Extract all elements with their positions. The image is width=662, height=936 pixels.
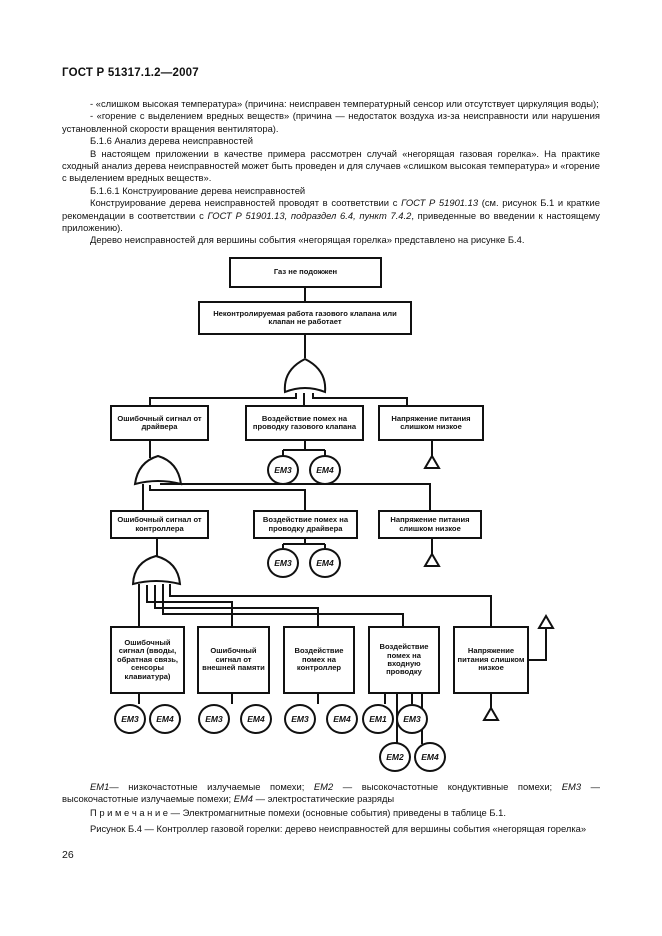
legend-definition: — низкочастотные излучаемые помехи; [109,781,314,792]
paragraph: Дерево неисправностей для вершины событи… [90,234,525,246]
level4-event-low-voltage: Напряжение питания слишком низкое [453,626,529,694]
section-heading: Б.1.6.1 Конструирование дерева неисправн… [90,184,306,196]
level2-event-low-voltage: Напряжение питания слишком низкое [378,405,484,441]
level4-event-external-memory: Ошибочный сигнал от внешней памяти [197,626,270,694]
em3-basic-event: ЕМ3 [284,704,316,734]
figure-note: П р и м е ч а н и е — Электромагнитные п… [62,807,600,819]
legend-term: ЕМ2 [313,781,334,792]
body-text: - «слишком высокая температура» (причина… [62,98,600,247]
legend-definition: — электростатические разряды [253,793,395,805]
figure-caption-block: Рисунок Б.4 — Контроллер газовой горелки… [62,823,600,835]
em4-basic-event: ЕМ4 [414,742,446,772]
text-run: (см. рисунок Б.1 и краткие рекомендации … [62,197,600,221]
em3-basic-event: ЕМ3 [267,548,299,578]
paragraph: - «слишком высокая температура» (причина… [90,98,599,109]
level4-event-inputs: Ошибочный сигнал (вводы, обратная связь,… [110,626,185,694]
em3-basic-event: ЕМ3 [267,455,299,485]
text-run: , приведенные во введении к настоящему п… [62,209,600,234]
em3-basic-event: ЕМ3 [198,704,230,734]
em3-basic-event: ЕМ3 [114,704,146,734]
level4-event-input-wiring: Воздействие помех на входную проводку [368,626,440,694]
em2-basic-event: ЕМ2 [379,742,411,772]
em4-basic-event: ЕМ4 [326,704,358,734]
page-number: 26 [62,849,74,861]
note-text: П р и м е ч а н и е — Электромагнитные п… [90,807,506,818]
paragraph: - «горение с выделением вредных веществ»… [62,110,600,134]
em4-basic-event: ЕМ4 [309,548,341,578]
paragraph: Конструирование дерева неисправностей пр… [62,197,600,234]
figure-legend: ЕМ1— низкочастотные излучаемые помехи; Е… [62,781,600,806]
document-header: ГОСТ Р 51317.1.2—2007 [62,67,199,79]
level3-event-driver-wiring: Воздействие помех на проводку драйвера [253,510,358,539]
legend-text: ЕМ1— низкочастотные излучаемые помехи; Е… [62,781,600,806]
level1-event-box: Неконтролируемая работа газового клапана… [198,301,412,335]
em3-basic-event: ЕМ3 [396,704,428,734]
em4-basic-event: ЕМ4 [309,455,341,485]
legend-definition: — высокочастотные излучаемые помехи; [62,781,600,805]
paragraph: В настоящем приложении в качестве пример… [62,147,600,184]
legend-term: ЕМ1 [90,781,110,792]
standard-reference: ГОСТ Р 51901.13 [401,197,479,209]
level2-event-valve-wiring: Воздействие помех на проводку газового к… [245,405,364,441]
legend-term: ЕМ3 [561,781,582,792]
level3-event-low-voltage: Напряжение питания слишком низкое [378,510,482,539]
standard-reference: ГОСТ Р 51901.13, подраздел 6.4, пункт 7.… [207,209,412,221]
em1-basic-event: ЕМ1 [362,704,394,734]
level4-event-controller-emi: Воздействие помех на контроллер [283,626,355,694]
top-event-box: Газ не подожжен [229,257,382,288]
em4-basic-event: ЕМ4 [149,704,181,734]
figure-caption: Рисунок Б.4 — Контроллер газовой горелки… [90,823,587,834]
text-run: Конструирование дерева неисправностей пр… [90,197,402,209]
level3-event-controller: Ошибочный сигнал от контроллера [110,510,209,539]
level2-event-driver: Ошибочный сигнал от драйвера [110,405,209,441]
legend-term: ЕМ4 [233,793,254,805]
legend-definition: — высокочастотные кондуктивные помехи; [333,781,562,792]
section-heading: Б.1.6 Анализ дерева неисправностей [90,135,253,147]
em4-basic-event: ЕМ4 [240,704,272,734]
